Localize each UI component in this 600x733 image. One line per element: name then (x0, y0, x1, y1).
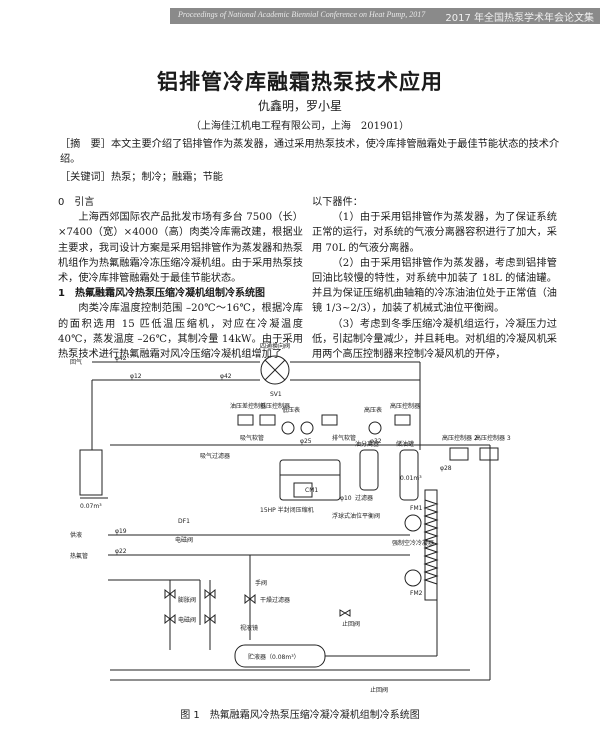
label-df1: DF1 (178, 518, 190, 525)
label-hot-gas: 热氟管 (70, 552, 88, 560)
figure-caption: 图 1 热氟融霜风冷热泵压缩冷凝冷凝机组制冷系统图 (180, 710, 420, 721)
paper-authors: 仇鑫明，罗小星 (257, 99, 342, 113)
section-1-paragraph: 肉类冷库温度控制范围 –20℃～16℃，根据冷库的面积选用 15 匹低温压缩机，… (58, 303, 303, 361)
paper-title: 铝排管冷库融霜热泵技术应用 (157, 70, 443, 94)
label-condenser: 强制空冷冷凝器 (392, 539, 434, 547)
label-exp-valve: 膨胀阀 (178, 596, 196, 604)
label-suction-filter: 吸气过滤器 (200, 452, 230, 460)
abstract: ［摘 要］本文主要介绍了铝排管作为蒸发器，通过采用热泵技术，使冷库排管融霜处于最… (60, 137, 560, 167)
label-sv1: SV1 (270, 391, 282, 398)
paper-affiliation: （上海佳江机电工程有限公司，上海 201901） (190, 121, 410, 132)
label-discharge-hose: 排气软管 (332, 434, 356, 442)
section-intro-heading: 0 引言 (58, 197, 95, 208)
label-oil-tank-vol: 0.01m³ (400, 475, 422, 482)
label-lp: 低压控制器 (260, 402, 290, 410)
keywords-text: 热泵；制冷；融霜；节能 (110, 172, 223, 183)
label-oil-balance: 浮球式油位平衡阀 (332, 512, 380, 520)
label-oil-tank: 储油罐 (396, 440, 414, 448)
refrigeration-system-diagram: 四通换向阀 SV1 油压差控制器 低压控制器 低压表 高压表 高压控制器 高压控… (70, 342, 511, 694)
left-column: 0 引言 上海西郊国际农产品批发市场有多台 7500（长）×7400（宽）×40… (58, 195, 303, 362)
intro-paragraph: 上海西郊国际农产品批发市场有多台 7500（长）×7400（宽）×4000（高）… (58, 212, 303, 285)
label-high-gauge: 高压表 (364, 406, 382, 414)
right-column: 以下器件： （1）由于采用铝排管作为蒸发器，为了保证系统正常的运行，对系统的气液… (312, 195, 557, 362)
label-d19: φ19 (115, 528, 127, 535)
abstract-text: 本文主要介绍了铝排管作为蒸发器，通过采用热泵技术，使冷库排管融霜处于最佳节能状态… (60, 139, 560, 165)
label-fm2: FM2 (410, 590, 423, 597)
label-solenoid: 电磁阀 (175, 536, 193, 544)
label-manual-valve: 手阀 (255, 579, 267, 587)
header-chinese: 2017 年全国热泵学术年会论文集 (445, 13, 594, 24)
label-d22: φ22 (115, 548, 127, 555)
right-item-1: （1）由于采用铝排管作为蒸发器，为了保证系统正常的运行，对系统的气液分离器容积进… (312, 212, 557, 254)
label-cm1: CM1 (305, 487, 318, 494)
header-bar (170, 8, 600, 24)
abstract-tag: ［摘 要］ (60, 139, 111, 150)
label-d28: φ28 (440, 465, 452, 472)
label-d12: φ12 (130, 373, 142, 380)
label-lp-ctrl: 油压差控制器 (230, 402, 266, 410)
label-return-gas: 回气 (70, 358, 82, 366)
label-d42-a: φ42 (115, 355, 127, 362)
label-low-gauge: 低压表 (282, 406, 300, 414)
label-check1: 止回阀 (342, 620, 360, 628)
label-elec-valve: 电磁阀 (178, 616, 196, 624)
label-sight-glass: 视液镜 (240, 624, 258, 632)
label-gas-liq-sep: 0.07m³ (80, 503, 102, 510)
label-d25: φ25 (300, 438, 312, 445)
label-d10: φ10 (340, 495, 352, 502)
label-oil-sep: 油分离器 (355, 440, 379, 448)
label-d42-b: φ42 (220, 373, 232, 380)
right-item-2: （2）由于采用铝排管作为蒸发器，考虑到铝排管回油比较慢的特性，对系统中加装了 1… (312, 257, 557, 315)
label-four-way: 四通换向阀 (260, 342, 290, 350)
label-d32: φ32 (370, 438, 382, 445)
label-filter: 过滤器 (355, 494, 373, 502)
right-item-3: （3）考虑到冬季压缩冷凝机组运行，冷凝压力过低，引起制冷量减少，并且耗电。对机组… (312, 318, 557, 361)
label-hp-ctrl: 高压控制器 (390, 402, 420, 410)
label-hp-ctrl3: 高压控制器 3 (475, 434, 511, 442)
label-compressor: 15HP 半封闭压缩机 (260, 506, 314, 514)
label-liquid: 供液 (70, 531, 82, 539)
label-fm1: FM1 (410, 505, 423, 512)
right-lead: 以下器件： (312, 197, 363, 208)
keywords: ［关键词］热泵；制冷；融霜；节能 (60, 168, 223, 183)
header-english: Proceedings of National Academic Biennia… (178, 10, 426, 19)
label-hp-ctrl2: 高压控制器 2 (442, 434, 478, 442)
label-dryer: 干燥过滤器 (260, 596, 290, 604)
label-receiver: 贮液器（0.08m³） (248, 653, 300, 661)
label-suction-hose: 吸气软管 (240, 434, 264, 442)
keywords-tag: ［关键词］ (60, 172, 111, 183)
label-check2: 止回阀 (370, 686, 388, 694)
section-1-heading: 1 热氟融霜风冷热泵压缩冷凝机组制冷系统图 (58, 288, 265, 300)
